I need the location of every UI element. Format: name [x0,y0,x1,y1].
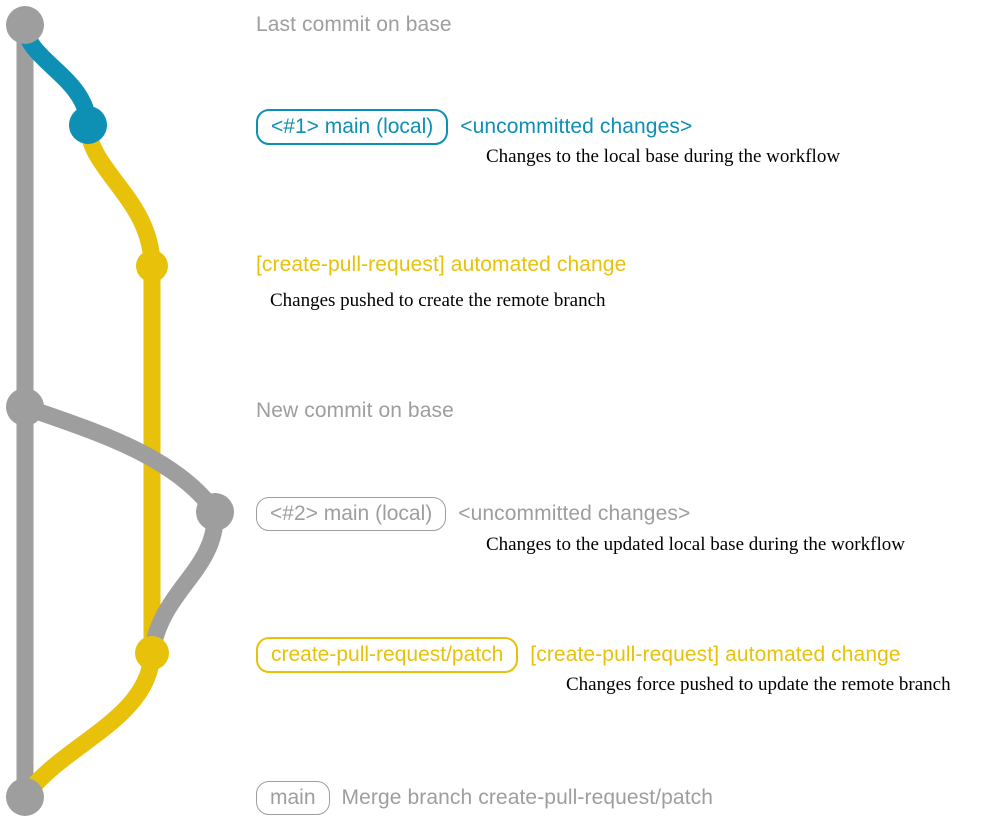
row-automated-change-1: [create-pull-request] automated change [256,253,626,277]
commit-subject-new-commit-on-base: New commit on base [256,399,454,422]
row-last-commit-on-base: Last commit on base [256,13,452,37]
row-automated-change-2: create-pull-request/patch [create-pull-r… [256,637,901,673]
row-new-commit-on-base: New commit on base [256,399,454,423]
commit-node-automated-change-2[interactable] [135,636,169,670]
commit-subject-automated-change-1: [create-pull-request] automated change [256,253,627,276]
commit-description-automated-change-1: Changes pushed to create the remote bran… [270,290,606,311]
commit-node-automated-change-1[interactable] [136,250,168,282]
edge-patch-to-merge [16,644,161,806]
commit-node-last-commit-on-base[interactable] [6,6,44,44]
commit-node-merge[interactable] [6,778,44,816]
branch-badge-main[interactable]: main [256,781,330,815]
branch-badge-local-main-1[interactable]: <#1> main (local) [256,109,449,145]
branch-badge-local-main-2[interactable]: <#2> main (local) [256,497,447,531]
commit-subject-local-main-2: <uncommitted changes> [458,502,691,525]
edge-local-main-2-to-patch [143,503,224,662]
edge-base-to-local-main-2 [16,398,224,521]
commit-description-automated-change-2: Changes force pushed to update the remot… [566,674,951,695]
commit-node-local-main-2[interactable] [196,493,234,531]
commit-node-new-commit-on-base[interactable] [6,388,44,426]
row-local-main-1: <#1> main (local) <uncommitted changes> [256,109,692,145]
commit-description-local-main-1: Changes to the local base during the wor… [486,146,841,167]
commit-subject-last-commit-on-base: Last commit on base [256,13,452,36]
commit-subject-local-main-1: <uncommitted changes> [460,115,693,138]
commit-subject-automated-change-2: [create-pull-request] automated change [530,643,901,666]
row-merge: main Merge branch create-pull-request/pa… [256,781,713,815]
commit-subject-merge: Merge branch create-pull-request/patch [341,786,714,809]
row-local-main-2: <#2> main (local) <uncommitted changes> [256,497,690,531]
branch-badge-create-pull-request-patch[interactable]: create-pull-request/patch [256,637,519,673]
commit-node-local-main-1[interactable] [69,106,107,144]
commit-description-local-main-2: Changes to the updated local base during… [486,534,905,555]
